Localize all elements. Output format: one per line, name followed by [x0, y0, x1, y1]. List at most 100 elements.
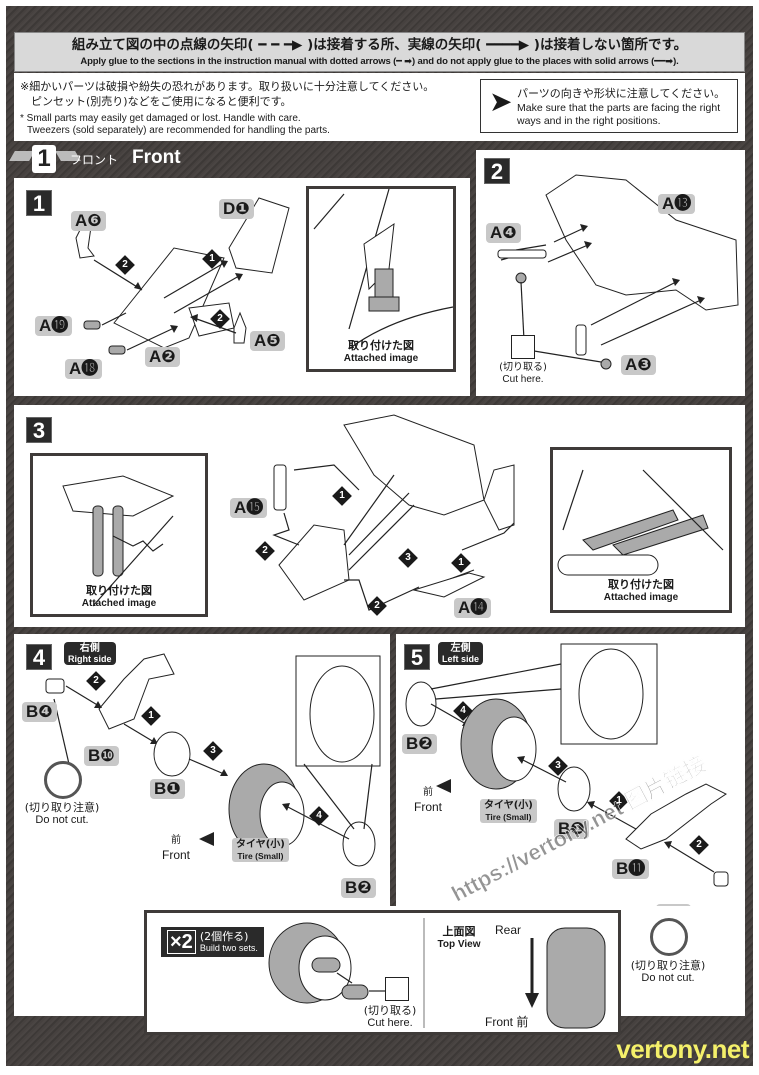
part-nose-shape: [278, 524, 350, 601]
inset-caption: 取り付けた図 Attached image: [81, 584, 157, 609]
arrow-b3: [667, 843, 715, 873]
arrow-d1-1: [163, 262, 225, 299]
glue-instruction-banner: 組み立て図の中の点線の矢印( ━ ━ ━▶ )は接着する所、実線の矢印( ━━━…: [14, 32, 745, 72]
order-marker: 1: [332, 486, 352, 506]
arrow-a19: [101, 312, 127, 326]
part-a15-shape: [273, 464, 287, 511]
arrow-b1: [520, 758, 567, 783]
part-body-a2-shape: [113, 247, 225, 349]
part-b2-wheel-shape: [342, 821, 376, 867]
part-b1-hub-shape: [153, 731, 191, 777]
part-label-a19: A⓳: [35, 316, 73, 336]
arrow-b10: [123, 723, 155, 743]
orientation-notice-box: ➤ パーツの向きや形状に注意してください。 Make sure that the…: [480, 79, 738, 133]
part-b3-shape: [713, 871, 729, 887]
arrow-a4-1: [553, 227, 585, 243]
order-marker: 2: [255, 541, 275, 561]
part-a18-shape: [108, 345, 126, 355]
do-not-cut-note: (切り取り注意) Do not cut.: [24, 801, 100, 827]
arrow-b4: [65, 685, 100, 707]
step-1-panel: 1 A❻ D❶ A⓳ A⓲ A❷ A❺ 2 1 2: [14, 178, 470, 396]
part-frame-shape: [343, 414, 485, 516]
notice-jp-line1: ※細かいパーツは破損や紛失の恐れがあります。取り扱いに十分注意してください。: [20, 80, 435, 93]
attached-image-inset-left: 取り付けた図 Attached image: [30, 453, 208, 617]
top-view-label: 上面図 Top View: [437, 925, 481, 950]
side-tag-left: 左側 Left side: [438, 642, 484, 665]
part-label-b2: B❷: [402, 734, 437, 754]
part-label-a3: A❸: [621, 355, 656, 375]
step-3-panel: 3 取り付けた図 Attached image A⓯ A⓮ 1 2 3 1 2: [14, 405, 745, 627]
arrow-b1: [188, 758, 225, 775]
arrow-b11: [590, 803, 637, 830]
corner-watermark: vertony.net: [616, 1034, 749, 1064]
order-marker: 3: [203, 741, 223, 761]
order-marker: 2: [86, 671, 106, 691]
step-5-panel: 5 左側 Left side B❷ B❶ B⓫ B❸ 4 3 1 2 前 Fro…: [396, 634, 745, 924]
tire-top-view-shape: [546, 927, 606, 1029]
part-nose-d1-shape: [228, 197, 290, 274]
order-marker: 1: [451, 553, 471, 573]
step-2-diagram: [497, 174, 739, 370]
front-arrow-icon: [436, 779, 451, 793]
section-number-badge: 1: [32, 145, 56, 173]
step-3-diagram: [272, 414, 515, 611]
attached-image-drawing: [313, 188, 454, 350]
glue-instruction-jp: 組み立て図の中の点線の矢印( ━ ━ ━▶ )は接着する所、実線の矢印( ━━━…: [71, 37, 688, 53]
part-b4-shape: [45, 678, 65, 694]
part-b2-wheel-shape: [405, 681, 437, 727]
arrow-a6: [93, 259, 143, 291]
arrow-a4-2: [547, 244, 589, 263]
part-label-a13: A⓭: [658, 194, 696, 214]
do-not-cut-icon: [44, 761, 82, 799]
step-number: 5: [404, 644, 430, 670]
part-label-a15: A⓯: [230, 498, 268, 518]
arrow-a18: [126, 327, 175, 351]
attached-image-inset: 取り付けた図 Attached image: [306, 186, 456, 372]
part-a4-shape: [497, 249, 547, 259]
order-marker: 2: [115, 255, 135, 275]
part-label-a4: A❹: [486, 223, 521, 243]
handling-notice-jp: ※細かいパーツは破損や紛失の恐れがあります。取り扱いに十分注意してください。 ピ…: [20, 79, 490, 109]
do-not-cut-note: (切り取り注意) Do not cut.: [630, 959, 706, 985]
arrow-b2: [430, 703, 467, 725]
handling-notice: ※細かいパーツは破損や紛失の恐れがあります。取り扱いに十分注意してください。 ピ…: [14, 73, 745, 141]
order-marker: 1: [141, 706, 161, 726]
tire-small-label: タイヤ(小) Tire (Small): [232, 838, 289, 862]
step-4-panel: 4 右側 Right side B❹ B❿ B❶ B❷ 2 1 3 4 (切り取…: [14, 634, 390, 906]
arrow-a5: [193, 317, 237, 334]
glue-instruction-en: Apply glue to the sections in the instru…: [80, 56, 679, 67]
part-label-b10: B❿: [84, 746, 119, 766]
tire-detail-drawing: [268, 918, 606, 1029]
part-label-b4: B❹: [22, 702, 57, 722]
step-number: 1: [26, 190, 52, 216]
part-label-b1: B❶: [150, 779, 185, 799]
section-title-en: Front: [132, 147, 181, 168]
side-tag-right: 右側 Right side: [64, 642, 116, 665]
order-marker: 3: [398, 548, 418, 568]
multiplier: ×2: [167, 930, 196, 954]
part-label-a6: A❻: [71, 211, 106, 231]
arrow-a3-1: [590, 281, 677, 326]
attached-image-inset-right: 取り付けた図 Attached image: [550, 447, 732, 613]
part-label-a2: A❷: [145, 347, 180, 367]
part-label-a5: A❺: [250, 331, 285, 351]
part-a19-shape: [83, 320, 101, 330]
part-b1-hub-shape: [557, 766, 591, 812]
cut-here-note: (切り取る) Cut here.: [363, 1004, 417, 1030]
tire-small-label: タイヤ(小) Tire (Small): [480, 799, 537, 823]
part-a5-shape: [233, 311, 247, 344]
attached-image-left-drawing: [62, 475, 175, 607]
handling-notice-en: * Small parts may easily get damaged or …: [20, 113, 480, 137]
order-marker: 1: [202, 249, 222, 269]
build-two-sets-badge: ×2 (2個作る) Build two sets.: [161, 927, 264, 957]
section-header: 1 フロント Front: [9, 145, 230, 173]
order-marker: 2: [689, 835, 709, 855]
notice-en-line2: Tweezers (sold separately) are recommend…: [27, 125, 330, 136]
inset-caption: 取り付けた図 Attached image: [603, 578, 679, 603]
part-label-a14: A⓮: [454, 598, 492, 618]
arrow-d1-2: [173, 275, 240, 314]
step-4-diagram: [45, 653, 381, 867]
orientation-notice-jp: パーツの向きや形状に注意してください。: [517, 87, 726, 100]
rear-label: Rear: [495, 923, 522, 937]
part-a3-shape: [575, 324, 587, 356]
